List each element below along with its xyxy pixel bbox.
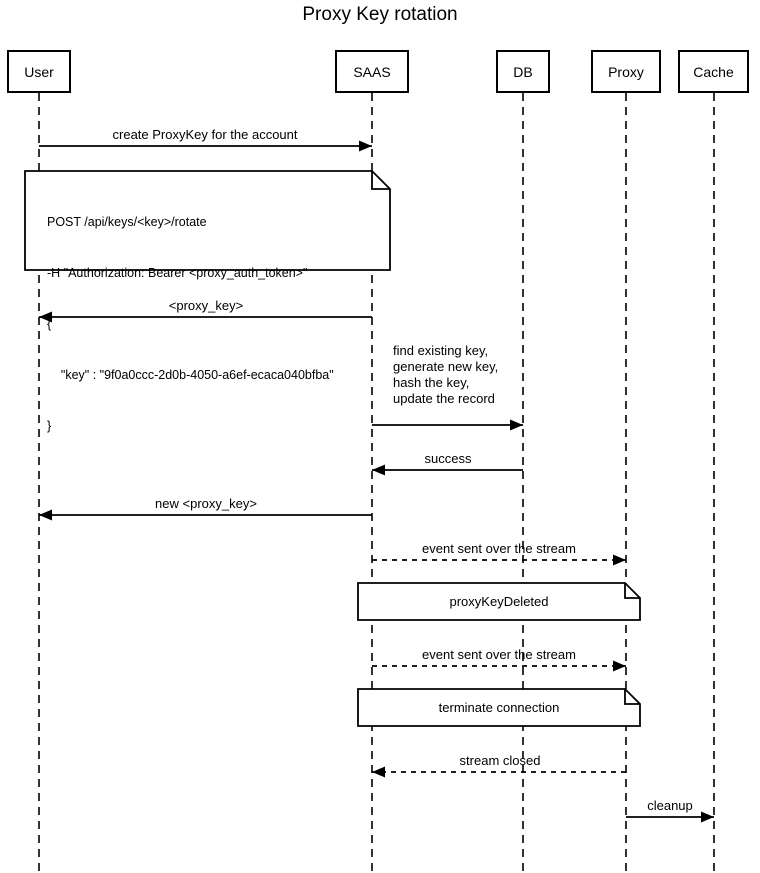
note-request-line3: { — [47, 317, 52, 331]
participant-proxy-label: Proxy — [608, 63, 644, 80]
message-label-cleanup: cleanup — [647, 798, 693, 813]
message-label-new-proxy-key: new <proxy_key> — [155, 496, 257, 511]
message-label-success: success — [424, 451, 472, 466]
message-label-stream-closed: stream closed — [459, 753, 541, 768]
participant-db-label: DB — [513, 63, 533, 80]
participant-saas-label: SAAS — [353, 63, 391, 80]
participant-saas: SAAS — [335, 50, 409, 93]
message-label-update-record-line1: find existing key, — [393, 343, 489, 358]
note-request-line5: } — [47, 419, 52, 433]
participant-user-label: User — [24, 63, 54, 80]
message-label-update-record: find existing key, generate new key, has… — [393, 343, 498, 407]
note-proxykeydeleted-label: proxyKeyDeleted — [449, 594, 549, 609]
diagram-title: Proxy Key rotation — [302, 4, 458, 25]
note-request-line2: -H "Authorization: Bearer <proxy_auth_to… — [47, 266, 308, 280]
note-request-body: POST /api/keys/<key>/rotate -H "Authoriz… — [47, 180, 334, 469]
message-label-event-stream-2: event sent over the stream — [422, 647, 576, 662]
message-label-update-record-line3: hash the key, — [393, 375, 470, 390]
message-label-proxy-key: <proxy_key> — [168, 298, 244, 313]
participant-cache: Cache — [678, 50, 749, 93]
note-request-shape — [24, 170, 391, 271]
participant-user: User — [7, 50, 71, 93]
participant-cache-label: Cache — [693, 63, 734, 80]
note-terminate-connection-label: terminate connection — [438, 700, 560, 715]
participant-db: DB — [496, 50, 550, 93]
message-label-create-proxykey: create ProxyKey for the account — [112, 127, 298, 142]
note-request-line1: POST /api/keys/<key>/rotate — [47, 215, 207, 229]
participant-proxy: Proxy — [591, 50, 661, 93]
note-terminate-connection-shape — [357, 688, 641, 727]
message-label-event-stream-1: event sent over the stream — [422, 541, 576, 556]
note-request-line4: "key" : "9f0a0ccc-2d0b-4050-a6ef-ecaca04… — [47, 368, 334, 382]
message-label-update-record-line4: update the record — [393, 391, 495, 406]
message-label-update-record-line2: generate new key, — [393, 359, 499, 374]
note-proxykeydeleted-shape — [357, 582, 641, 621]
